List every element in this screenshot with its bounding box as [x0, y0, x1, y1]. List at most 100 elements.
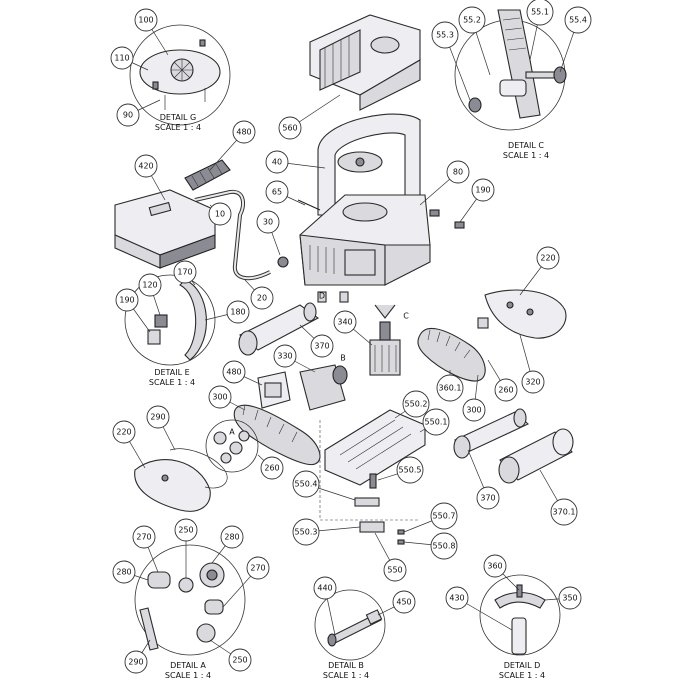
axle-bushing: [553, 66, 567, 84]
wheel-hub-260: [477, 317, 489, 329]
callout-bubble: [422, 408, 450, 436]
callout-c90: 90: [116, 99, 161, 127]
callout-bubble: [138, 273, 162, 297]
callout-label: 290: [150, 413, 165, 422]
side-plate-left-body: [134, 459, 211, 512]
callout-label: 290: [128, 658, 143, 667]
callout-label: 480: [226, 368, 241, 377]
callout-c450: 450: [377, 590, 416, 616]
callout-c360_1: 360.1: [436, 370, 464, 402]
callout-c65: 65: [265, 180, 306, 206]
callout-label: 55.3: [436, 31, 454, 40]
detail-b: DETAIL B SCALE 1 : 4: [314, 589, 386, 680]
callout-label: 440: [317, 584, 332, 593]
callout-bubble: [146, 405, 170, 429]
power-cable: [194, 189, 289, 281]
callout-c55_1: 55.1: [526, 0, 554, 61]
callout-bubble: [550, 498, 578, 526]
callout-c260b: 260: [257, 454, 284, 480]
detail-b-title: DETAIL B: [328, 661, 364, 670]
callout-label: 260: [498, 386, 513, 395]
callout-c560: 560: [278, 94, 341, 140]
callout-bubble: [292, 470, 320, 498]
pump-motor-shaft: [379, 321, 391, 341]
callout-bubble: [250, 286, 274, 310]
callout-label: 65: [272, 188, 282, 197]
callout-c330: 330: [273, 344, 316, 373]
bracket-190: [147, 329, 161, 345]
callout-label: 370: [314, 342, 329, 351]
callout-bubble: [471, 178, 495, 202]
detail-d-title: DETAIL D: [504, 661, 540, 670]
callout-bubble: [292, 518, 320, 546]
callout-label: 560: [282, 124, 297, 133]
callout-c270a: 270: [132, 525, 159, 573]
callout-label: 55.2: [463, 16, 481, 25]
callout-c190a: 190: [459, 178, 495, 223]
robot-main-body: [297, 194, 465, 303]
swivel-float: [184, 159, 231, 191]
callout-c220a: 220: [519, 246, 560, 296]
callout-label: 55.4: [569, 16, 587, 25]
pivot-axle: [525, 71, 557, 79]
callout-c220b: 220: [112, 420, 146, 469]
callout-label: 360: [487, 562, 502, 571]
callout-bubble: [232, 120, 256, 144]
screw-65: [297, 199, 321, 211]
callout-label: 220: [540, 254, 555, 263]
clip-190-a: [429, 209, 440, 217]
callout-label: 190: [475, 186, 490, 195]
roller-lower-cap-left: [453, 435, 471, 459]
gear-cluster-c: [220, 452, 232, 464]
callout-label: 550.7: [433, 512, 456, 521]
callout-bubble: [112, 420, 136, 444]
callout-bubble: [383, 558, 407, 582]
callout-label: 550.5: [399, 466, 422, 475]
callout-c340: 340: [333, 310, 373, 346]
callout-label: 270: [136, 533, 151, 542]
callout-bubble: [115, 288, 139, 312]
handle-mount-screw: [355, 157, 365, 167]
belt-290: [169, 448, 228, 489]
callout-bubble: [134, 8, 158, 32]
callout-bubble: [310, 334, 334, 358]
detail-d: DETAIL D SCALE 1 : 4: [479, 574, 561, 680]
side-plate-right-body: [484, 289, 567, 339]
callout-c20: 20: [244, 279, 274, 310]
callout-label: 550.3: [295, 528, 318, 537]
side-plate-screw-a: [506, 301, 514, 309]
detail-b-boundary: [314, 589, 386, 661]
screw-550-7: [397, 529, 405, 535]
callout-bubble: [333, 310, 357, 334]
callout-bubble: [526, 0, 554, 26]
lid-clip-right: [199, 39, 206, 47]
brush-roller-lower: [453, 408, 529, 459]
impeller-350: [494, 591, 546, 609]
callout-c180: 180: [204, 300, 250, 324]
callout-label: 550.4: [295, 480, 318, 489]
callout-c350: 350: [544, 586, 582, 610]
chassis-assembly-guide: [319, 420, 420, 521]
roller-upper-cap-left: [238, 330, 258, 356]
callout-label: 330: [277, 352, 292, 361]
gear-250-b: [196, 623, 216, 643]
callout-c480a: 480: [209, 120, 256, 171]
main-body-side: [384, 244, 431, 286]
roller-upper-cap-right: [303, 302, 317, 322]
callout-c550_1: 550.1: [419, 408, 450, 436]
callout-c10: 10: [208, 202, 232, 226]
callout-c550_7: 550.7: [403, 502, 458, 533]
gear-cluster-d: [238, 430, 250, 442]
pump-motor-housing: [369, 339, 401, 376]
callout-c420: 420: [134, 154, 166, 201]
callout-label: 300: [212, 393, 227, 402]
callout-label: 100: [138, 16, 153, 25]
main-body-outlet: [342, 202, 388, 222]
detail-g-title: DETAIL G: [160, 113, 197, 122]
marker-b: B: [340, 354, 346, 363]
callout-label: 250: [178, 526, 193, 535]
side-fin: [179, 279, 207, 361]
lid-clip-left: [152, 81, 159, 90]
detail-g-boundary: [129, 24, 231, 126]
